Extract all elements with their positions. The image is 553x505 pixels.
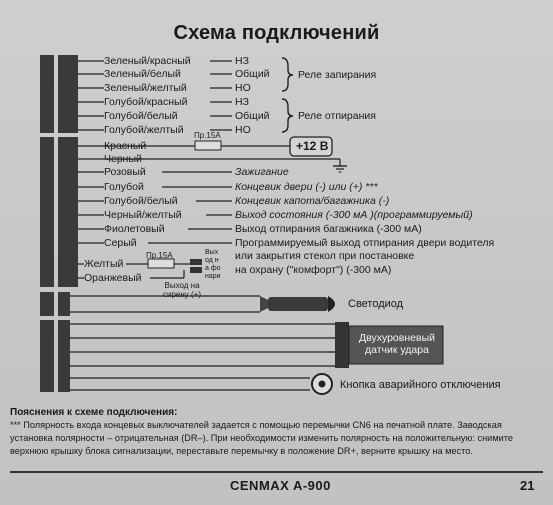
connector-block [40,137,54,287]
wire-label: Оранжевый [84,272,142,284]
relay-terminal: НЗ [235,55,249,67]
signal-wires [78,171,232,279]
door-switch-label: Концевик двери (-) или (+) *** [235,181,378,193]
connector-block [58,320,70,392]
diagram-title: Схема подключений [173,22,380,44]
fuse-icon [194,140,222,151]
notes-title: Пояснения к схеме подключения: [10,407,178,418]
lamp-output-label: Выход на фонари [205,249,221,280]
status-output-label: Выход состояния (-300 мА )(программируем… [235,209,473,221]
wire-label: Зеленый/белый [104,68,181,80]
shock-sensor-label: Двухуровневый датчик удара [359,332,435,356]
lamp-connector [190,259,202,265]
relay-terminal: НО [235,124,251,136]
relay-wires [78,60,232,131]
connector-block [58,137,78,287]
connector-block [58,292,70,316]
wire-label: Серый [104,237,137,249]
connector-block [58,55,78,133]
wire-label: Розовый [104,166,146,178]
power-label: +12 В [296,139,329,153]
relay-unlock-label: Реле отпирания [298,110,376,122]
trunk-output-label: Выход отпирания багажника (-300 мА) [235,223,422,235]
relay-lock-brace [281,57,294,92]
brand-label: CENMAX A-900 [230,478,331,493]
siren-connector [190,267,202,273]
connector-block [40,292,54,316]
led-icon [328,296,335,312]
fuse2-label: Пр.15А [146,251,173,260]
siren-output-label: Выход на сирену (+) [162,281,201,299]
emergency-button-label: Кнопка аварийного отключения [340,379,501,391]
ignition-label: Зажигание [235,166,289,178]
fuse-label: Пр.15А [194,131,221,140]
wire-label: Фиолетовый [104,223,165,235]
led-label: Светодиод [348,298,404,310]
driver-door-output-label: Программируемый выход отпирания двери во… [235,237,495,249]
connector-block [40,320,54,392]
shock-sensor-box [348,325,444,365]
wire-label: Голубой/белый [104,110,178,122]
led-housing [268,297,328,311]
wire-label: Голубой/красный [104,96,188,108]
relay-terminal: Общий [235,110,270,122]
wire-label: Зеленый/красный [104,55,191,67]
relay-unlock-brace [281,98,294,133]
relay-terminal: НО [235,82,251,94]
driver-door-output-label-2: или закрытия стекол при постановке [235,250,415,262]
wire-label: Голубой [104,181,144,193]
wire-label: Голубой/белый [104,195,178,207]
footer-rule [10,471,543,473]
wire-label: Зеленый/желтый [104,82,187,94]
relay-terminal: Общий [235,68,270,80]
wire-label: Желтый [84,258,124,270]
hood-switch-label: Концевик капота/багажника (-) [235,195,390,207]
notes-text: *** Полярность входа концевых выключател… [10,420,513,456]
relay-lock-label: Реле запирания [298,69,377,81]
wire-label: Черный [104,153,142,165]
wire-label: Красный [104,140,147,152]
driver-door-output-label-3: на охрану ("комфорт") (-300 мА) [235,264,392,276]
battery-terminal-box [289,136,333,157]
wire-label: Голубой/желтый [104,124,184,136]
page-number: 21 [520,478,535,493]
connector-block [40,55,54,133]
relay-terminal: НЗ [235,96,249,108]
wire-label: Черный/желтый [104,209,182,221]
